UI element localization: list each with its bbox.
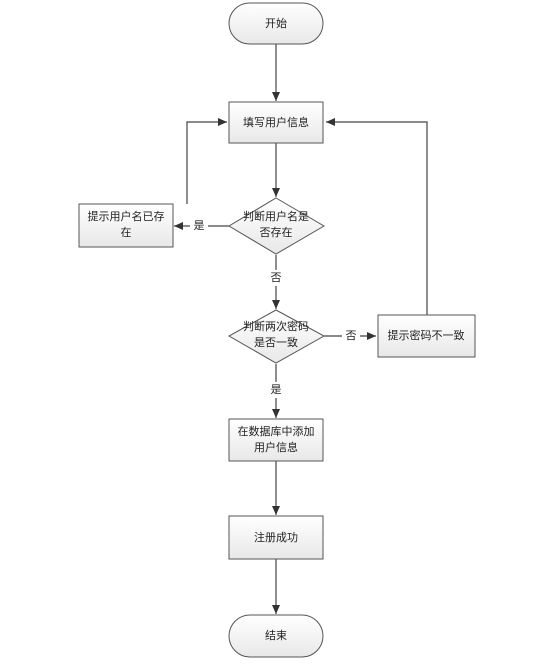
node-start: 开始 bbox=[228, 2, 324, 45]
node-end-label: 结束 bbox=[265, 629, 287, 642]
node-add-db-label-1: 在数据库中添加 bbox=[238, 424, 315, 438]
node-success-label: 注册成功 bbox=[254, 530, 298, 544]
node-user-exists-label-2: 在 bbox=[121, 226, 132, 239]
node-pwd-mismatch: 提示密码不一致 bbox=[377, 314, 476, 358]
node-check-user-label-1: 判断用户名是 bbox=[243, 209, 309, 223]
node-pwd-mismatch-label: 提示密码不一致 bbox=[388, 328, 465, 342]
node-fill-info-label: 填写用户信息 bbox=[243, 115, 309, 129]
edge-label-no-user: 否 bbox=[271, 271, 282, 284]
node-check-user-label-2: 否存在 bbox=[260, 225, 293, 239]
node-start-label: 开始 bbox=[265, 16, 287, 30]
node-check-user: 判断用户名是 否存在 bbox=[228, 197, 325, 255]
node-check-pwd-label-2: 是否一致 bbox=[254, 335, 298, 349]
node-success: 注册成功 bbox=[228, 515, 324, 560]
edge-label-no-pwd: 否 bbox=[346, 329, 357, 342]
node-user-exists-label-1: 提示用户名已存 bbox=[88, 209, 165, 223]
edge-label-yes-pwd: 是 bbox=[271, 383, 282, 396]
node-user-exists: 提示用户名已存 在 bbox=[78, 203, 174, 248]
node-end: 结束 bbox=[228, 614, 324, 658]
edge-exists-to-fill bbox=[186, 118, 227, 204]
node-check-pwd-label-1: 判断两次密码 bbox=[243, 319, 309, 333]
node-add-db: 在数据库中添加 用户信息 bbox=[228, 418, 324, 462]
edge-label-yes-user: 是 bbox=[194, 219, 205, 232]
node-fill-info: 填写用户信息 bbox=[228, 101, 324, 144]
node-check-pwd: 判断两次密码 是否一致 bbox=[227, 309, 326, 364]
node-add-db-label-2: 用户信息 bbox=[254, 440, 298, 454]
edge-mismatch-to-fill bbox=[326, 118, 428, 315]
